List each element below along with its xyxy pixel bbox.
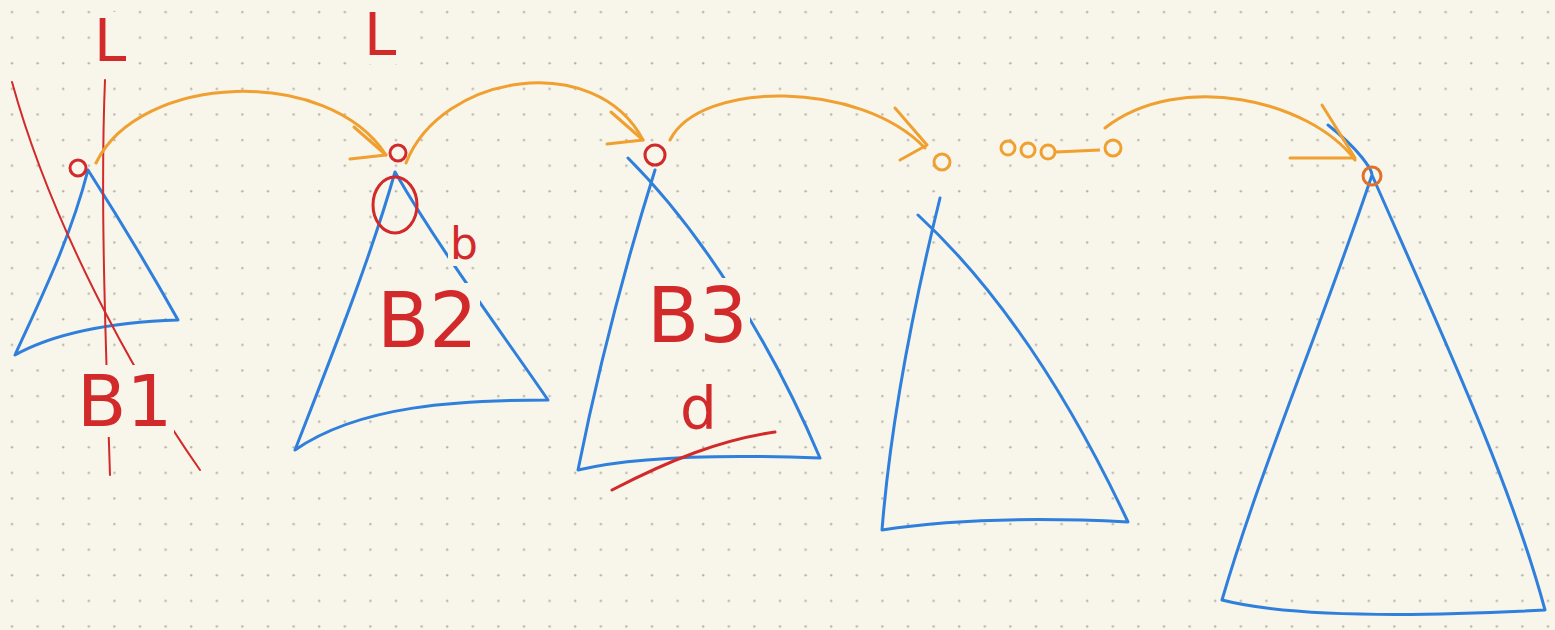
link-arrow	[1105, 97, 1355, 160]
tree-outline	[1222, 125, 1545, 614]
strike-line	[612, 432, 775, 490]
strike-line	[12, 82, 200, 470]
child-circle	[373, 177, 417, 233]
note-mark: L	[92, 12, 128, 70]
ellipsis-line	[1056, 150, 1100, 152]
tree-outline	[882, 198, 1128, 530]
root-circle	[645, 145, 665, 165]
tree-name: B3	[645, 278, 750, 354]
link-arrow	[670, 96, 925, 148]
ellipsis-dot	[1021, 143, 1035, 157]
root-circle	[934, 154, 950, 170]
link-arrow	[406, 83, 643, 163]
ellipsis-dot	[1105, 140, 1121, 156]
arrow-head	[1290, 105, 1355, 158]
note-mark: d	[678, 380, 719, 438]
tree-outline	[578, 158, 820, 470]
arrow-head	[607, 112, 643, 144]
link-curve	[406, 83, 643, 163]
root-circle	[70, 160, 86, 176]
ellipsis-dot	[1001, 141, 1015, 155]
tree-outline	[15, 170, 178, 355]
arrow-head	[895, 108, 927, 160]
tree-node: B2	[295, 165, 550, 455]
note-mark: L	[362, 6, 398, 64]
root-circle	[390, 145, 406, 161]
root-circle	[1363, 167, 1381, 185]
ellipsis-dot	[1041, 145, 1055, 159]
link-arrow	[96, 91, 386, 163]
note-mark: b	[448, 222, 480, 266]
arrow-head	[350, 127, 386, 159]
tree-node: B1	[15, 165, 180, 450]
tree-name: B1	[75, 365, 174, 437]
tree-outline	[295, 172, 548, 450]
link-curve	[96, 91, 386, 163]
tree-name: B2	[375, 283, 480, 359]
